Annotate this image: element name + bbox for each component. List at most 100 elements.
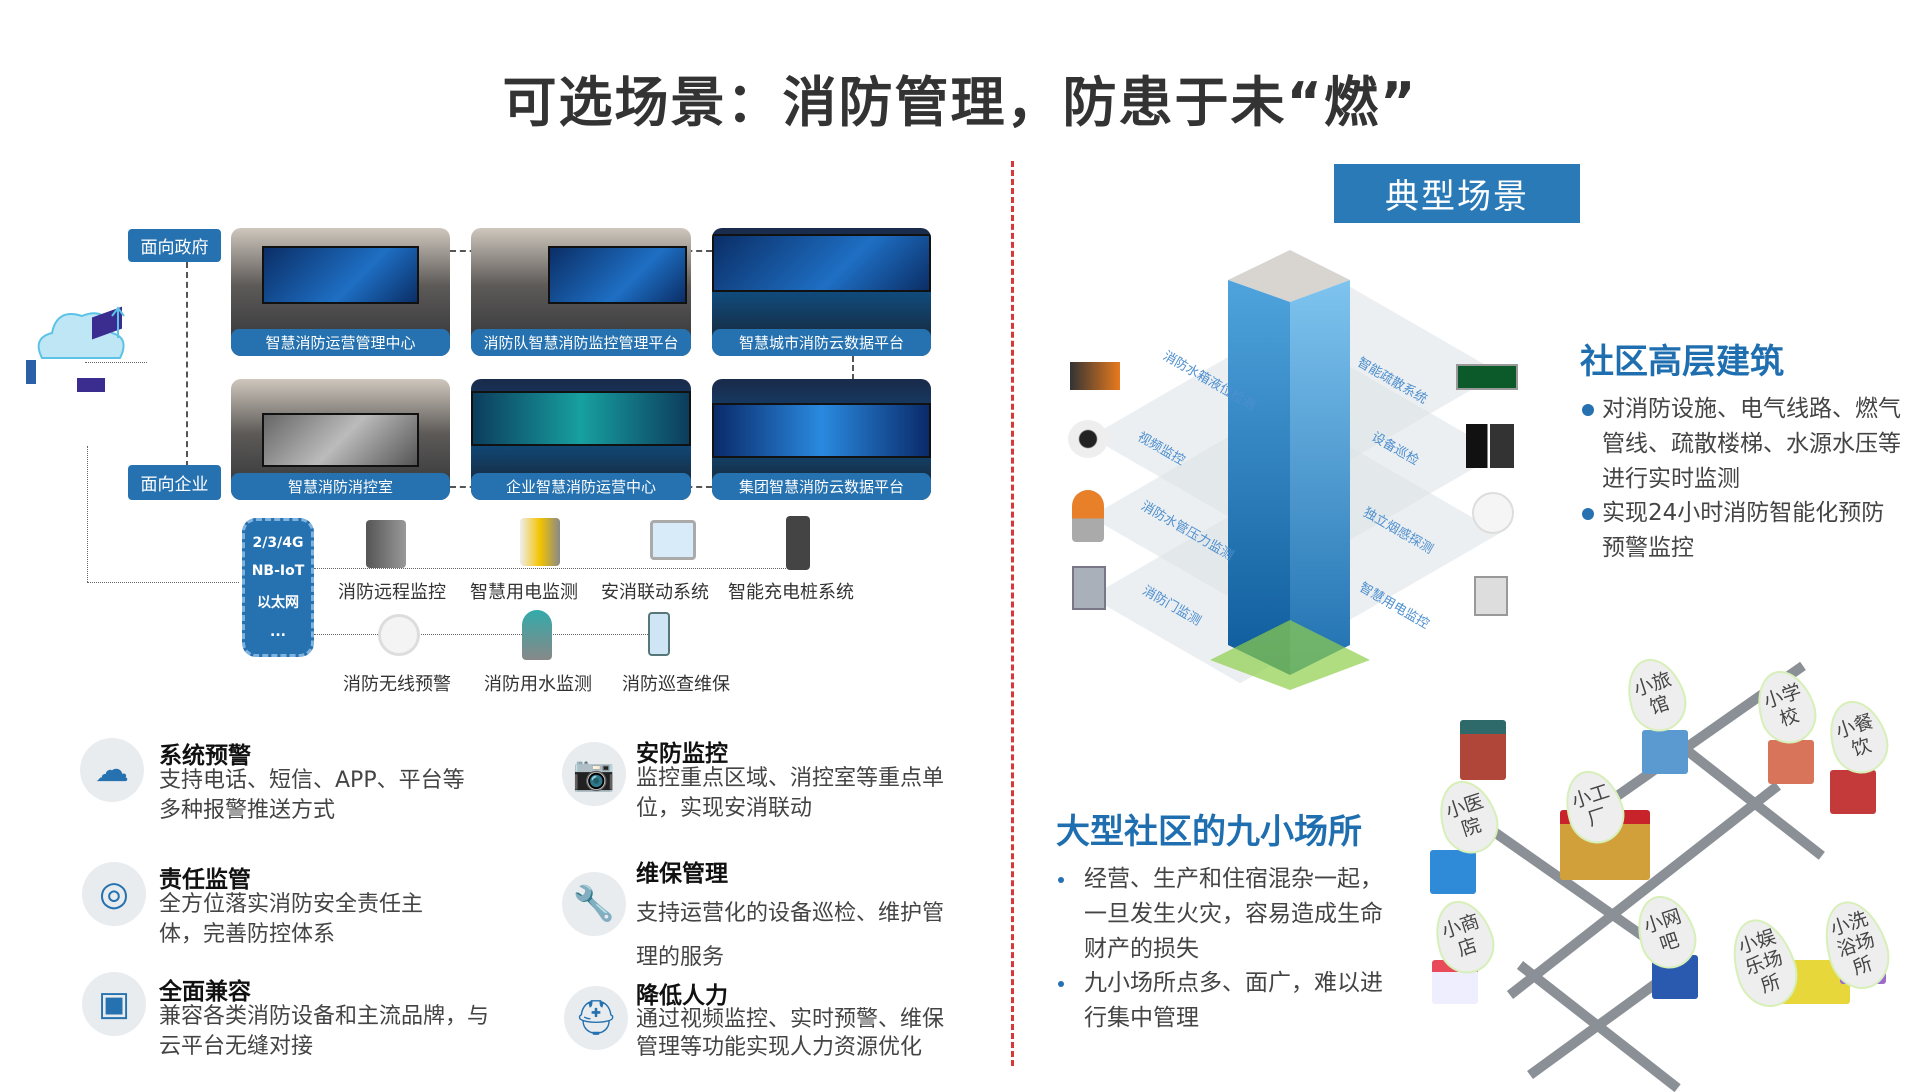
chip-icon: ▣ — [82, 972, 146, 1036]
tile-caption: 智慧消防消控室 — [231, 473, 450, 500]
monitor-screen-icon — [650, 520, 696, 560]
connector-line — [87, 582, 239, 583]
feature-title: 系统预警 — [159, 743, 251, 769]
electric-meter-icon — [1474, 576, 1508, 616]
device-label: 消防远程监控 — [338, 582, 446, 603]
school-building — [1768, 740, 1814, 784]
fire-door-icon — [1072, 566, 1106, 610]
handheld-device-icon — [1466, 424, 1514, 468]
nine-places-title: 大型社区的九小场所 — [1056, 812, 1362, 852]
hotel-building — [1642, 730, 1688, 774]
network-type: ... — [270, 623, 286, 640]
charging-pile-icon — [786, 516, 810, 570]
highrise-title: 社区高层建筑 — [1580, 342, 1784, 382]
connector-line — [314, 568, 794, 569]
connector-line — [85, 362, 147, 363]
screen-image — [261, 412, 420, 468]
place-bubble: 小餐饮 — [1819, 693, 1897, 781]
screen-image — [712, 234, 931, 292]
network-type: NB-IoT — [251, 563, 305, 580]
bullet-dot — [1058, 981, 1064, 987]
exit-sign-icon — [1456, 364, 1518, 390]
hospital-building — [1430, 850, 1476, 894]
cloud-devices-icon — [22, 298, 136, 403]
platform-tile[interactable]: 集团智慧消防云数据平台 — [712, 379, 931, 500]
feature-title: 责任监管 — [159, 867, 251, 893]
typical-scene-tag: 典型场景 — [1334, 164, 1580, 223]
water-pressure-gauge-icon — [522, 610, 552, 660]
restaurant-building — [1830, 770, 1876, 814]
feature-desc: 兼容各类消防设备和主流品牌，与云平台无缝对接 — [159, 1004, 490, 1059]
nine-places-town-illustration: 小旅馆 小学校 小餐饮 小医院 小工厂 小商店 小网吧 小娱乐场所 小洗浴场所 — [1420, 651, 1920, 1092]
platform-tile[interactable]: 智慧消防运营管理中心 — [231, 228, 450, 356]
feature-desc: 通过视频监控、实时预警、维保管理等功能实现人力资源优化 — [636, 1007, 945, 1060]
connector-line — [852, 356, 854, 380]
feature-desc: 支持电话、短信、APP、平台等多种报警推送方式 — [159, 768, 465, 823]
tile-caption: 集团智慧消防云数据平台 — [712, 473, 931, 500]
feature-title: 安防监控 — [636, 741, 728, 767]
feature-desc: 全方位落实消防安全责任主体，完善防控体系 — [159, 892, 424, 947]
screen-image — [471, 391, 691, 446]
electric-monitor-device-icon — [520, 518, 560, 566]
platform-tile[interactable]: 消防队智慧消防监控管理平台 — [471, 228, 691, 356]
church-building — [1460, 720, 1506, 780]
wrench-hand-icon: 🔧 — [562, 872, 626, 936]
tile-caption: 企业智慧消防运营中心 — [471, 473, 691, 500]
feature-title: 全面兼容 — [159, 979, 251, 1005]
platform-tile[interactable]: 智慧城市消防云数据平台 — [712, 228, 931, 356]
feature-desc: 支持运营化的设备巡检、维护管理的服务 — [636, 901, 945, 970]
nine-places-bullet: 经营、生产和住宿混杂一起，一旦发生火灾，容易造成生命财产的损失 — [1056, 862, 1386, 967]
device-label: 安消联动系统 — [601, 582, 709, 603]
place-bubble: 小学校 — [1747, 663, 1825, 751]
gov-label: 面向政府 — [128, 229, 221, 262]
connector-line — [186, 262, 188, 467]
connector-line — [314, 634, 654, 635]
network-type: 2/3/4G — [252, 535, 304, 552]
place-bubble: 小旅馆 — [1617, 651, 1695, 739]
tile-caption: 智慧消防运营管理中心 — [231, 329, 450, 356]
highrise-bullet: 实现24小时消防智能化预防预警监控 — [1580, 496, 1905, 566]
pressure-gauge-icon — [1072, 490, 1104, 542]
highrise-bullet-text: 对消防设施、电气线路、燃气管线、疏散楼梯、水源水压等进行实时监测 — [1602, 396, 1901, 492]
device-label: 智能充电桩系统 — [728, 582, 854, 603]
person-target-icon: ◎ — [82, 862, 146, 926]
device-label: 智慧用电监测 — [470, 582, 578, 603]
feature-desc: 监控重点区域、消控室等重点单位，实现安消联动 — [636, 766, 945, 821]
tile-caption: 智慧城市消防云数据平台 — [712, 329, 931, 356]
bullet-dot — [1582, 404, 1594, 416]
network-types-box: 2/3/4G NB-IoT 以太网 ... — [242, 518, 314, 657]
feature-title: 维保管理 — [636, 861, 728, 887]
screen-image — [548, 245, 687, 304]
bullet-dot — [1582, 508, 1594, 520]
camera-icon: 📷 — [562, 742, 626, 806]
page-title: 可选场景：消防管理，防患于未“燃” — [502, 71, 1418, 134]
screen-image — [261, 245, 420, 304]
water-level-sensor-icon — [1070, 362, 1120, 390]
nine-places-bullet-text: 经营、生产和住宿混杂一起，一旦发生火灾，容易造成生命财产的损失 — [1084, 866, 1383, 962]
feature-title: 降低人力 — [636, 983, 728, 1009]
section-divider — [1011, 161, 1014, 1066]
highrise-bullet-text: 实现24小时消防智能化预防预警监控 — [1602, 500, 1885, 561]
bullet-dot — [1058, 877, 1064, 883]
device-label: 消防无线预警 — [343, 674, 451, 695]
highrise-bullet: 对消防设施、电气线路、燃气管线、疏散楼梯、水源水压等进行实时监测 — [1580, 392, 1905, 497]
screen-image — [712, 403, 931, 458]
device-label: 消防巡查维保 — [622, 674, 730, 695]
nine-places-bullet-text: 九小场所点多、面广，难以进行集中管理 — [1084, 970, 1383, 1031]
device-label: 消防用水监测 — [484, 674, 592, 695]
dome-camera-icon — [1068, 420, 1108, 458]
place-bubble: 小医院 — [1429, 773, 1507, 861]
platform-tile[interactable]: 企业智慧消防运营中心 — [471, 379, 691, 500]
highrise-building-illustration: 消防水箱液位检测 视频监控 消防水管压力监测 消防门监测 智能疏散系统 设备巡检… — [1040, 240, 1540, 690]
network-type: 以太网 — [257, 594, 299, 611]
cloud-network-icon: ☁ — [80, 738, 144, 802]
nine-places-bullet: 九小场所点多、面广，难以进行集中管理 — [1056, 966, 1386, 1036]
smoke-detector-icon — [1472, 492, 1514, 534]
smoke-detector-icon — [378, 614, 420, 656]
worker-helmet-icon: ⛑ — [564, 986, 628, 1050]
connector-line — [87, 446, 88, 582]
platform-tile[interactable]: 智慧消防消控室 — [231, 379, 450, 500]
enterprise-label: 面向企业 — [128, 465, 221, 500]
patrol-phone-icon — [648, 612, 670, 656]
remote-monitor-device-icon — [366, 520, 406, 568]
